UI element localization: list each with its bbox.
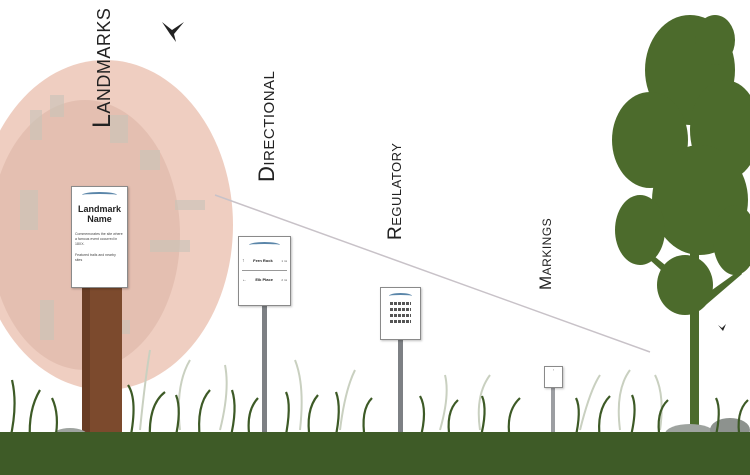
regulation-line <box>390 320 411 323</box>
marking-post <box>551 387 555 437</box>
ground <box>0 432 750 475</box>
regulation-line <box>390 308 411 311</box>
arrow-up-icon: ↑ <box>552 368 555 372</box>
background-grass <box>139 349 663 431</box>
landmark-description: Commemorates the site where a famous eve… <box>75 232 123 246</box>
bird-icon-small <box>718 324 726 331</box>
regulatory-sign <box>380 287 421 340</box>
direction-distance: 1 mi <box>281 259 287 263</box>
label-landmarks: Landmarks <box>88 7 116 128</box>
agency-logo-icon <box>82 192 117 198</box>
landmark-title-line2: Name <box>87 214 112 224</box>
landmark-footer: Featured trails and nearby sites <box>75 253 116 262</box>
tree <box>612 15 750 430</box>
marking-sign: ↑ <box>544 366 563 388</box>
directional-sign: ↑ Fern Rock 1 mi ← Elk Place 2 mi <box>238 236 291 306</box>
direction-place: Elk Place <box>255 277 273 282</box>
direction-distance: 2 mi <box>281 278 287 282</box>
landmark-title-line1: Landmark <box>77 204 121 214</box>
regulation-line <box>390 302 411 305</box>
perspective-line <box>214 194 651 353</box>
dish-panels <box>20 95 205 340</box>
direction-row: ↑ Fern Rock 1 mi <box>242 258 287 264</box>
directional-post <box>262 305 267 440</box>
label-regulatory: Regulatory <box>385 142 406 240</box>
landmark-sign: Landmark Name Commemorates the site wher… <box>71 186 128 288</box>
regulation-line <box>390 314 411 317</box>
label-markings: Markings <box>536 217 555 290</box>
arrow-left-icon: ← <box>242 277 247 283</box>
direction-place: Fern Rock <box>253 258 273 263</box>
regulatory-post <box>398 339 403 439</box>
arrow-up-icon: ↑ <box>242 258 245 264</box>
direction-row: ← Elk Place 2 mi <box>242 270 287 283</box>
label-directional: Directional <box>254 70 279 182</box>
agency-logo-icon <box>388 293 413 299</box>
agency-logo-icon <box>248 242 281 248</box>
bird-icon <box>162 22 184 42</box>
